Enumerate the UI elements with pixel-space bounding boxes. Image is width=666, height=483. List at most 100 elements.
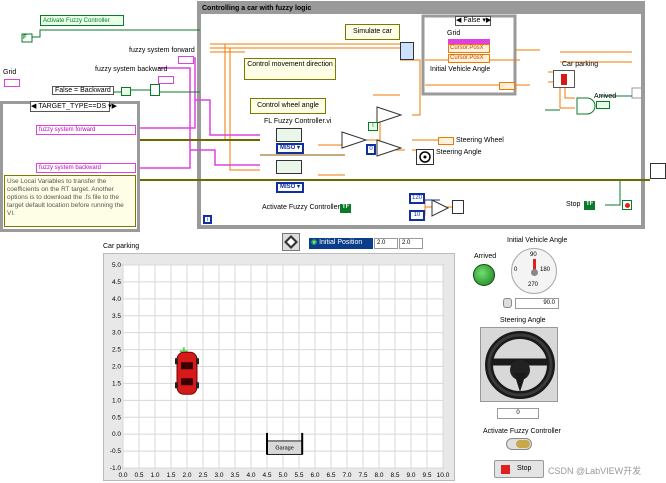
x-tick-label: 9.0 xyxy=(406,472,415,479)
initial-position-x[interactable]: 2.0 xyxy=(374,238,398,249)
y-tick-label: 3.0 xyxy=(112,330,121,337)
steering-wheel-bd-label: Steering Wheel xyxy=(456,137,504,144)
y-tick-label: 2.5 xyxy=(112,347,121,354)
miso-text-1: MISO xyxy=(279,145,296,151)
y-tick-label: 4.0 xyxy=(112,296,121,303)
activate-fuzzy-controller-local: Activate Fuzzy Controller xyxy=(40,15,124,26)
y-tick-label: 5.0 xyxy=(112,262,121,269)
stop-button[interactable]: Stop xyxy=(494,460,544,478)
initial-vehicle-angle-label: Initial Vehicle Angle xyxy=(507,237,568,244)
simulate-car-subvi[interactable] xyxy=(400,42,414,60)
activate-fuzzy-bd-label: Activate Fuzzy Controller xyxy=(262,204,340,211)
fuzzy-forward-local-var: fuzzy system forward xyxy=(36,125,136,135)
y-tick-label: -1.0 xyxy=(110,465,122,472)
main-structure-title: Controlling a car with fuzzy logic xyxy=(199,3,643,14)
gauge-tick-270: 270 xyxy=(528,282,539,288)
fuzzy-backward-var-text: fuzzy system backward xyxy=(39,165,102,171)
fuzzy-system-backward-terminal xyxy=(158,76,174,84)
x-tick-label: 7.0 xyxy=(342,472,351,479)
y-tick-label: 1.0 xyxy=(112,397,121,404)
false-backward-label: False = Backward xyxy=(52,86,114,95)
fl-controller-label: FL Fuzzy Controller.vi xyxy=(264,118,332,125)
false-backward-terminal xyxy=(121,87,131,96)
fuzzy-system-backward-label: fuzzy system backward xyxy=(95,66,168,73)
car-wheel xyxy=(175,358,178,365)
steering-value-display: 0 xyxy=(497,408,539,419)
x-tick-label: 7.5 xyxy=(358,472,367,479)
y-tick-label: 3.5 xyxy=(112,313,121,320)
x-tick-label: 8.0 xyxy=(374,472,383,479)
control-direction-label: Control movement direction xyxy=(244,58,336,80)
stop-button-label: Stop xyxy=(517,465,532,472)
target-type-text: TARGET_TYPE==DS xyxy=(38,103,107,110)
x-tick-label: 0.5 xyxy=(134,472,143,479)
cursor-posx-text-2: Cursor.PosX xyxy=(450,55,484,61)
x-tick-label: 8.5 xyxy=(390,472,399,479)
activate-fuzzy-label: Activate Fuzzy Controller xyxy=(483,428,561,435)
compare-node xyxy=(431,199,450,217)
simulate-car-label: Simulate car xyxy=(345,24,400,40)
x-tick-label: 3.0 xyxy=(214,472,223,479)
arrived-bd-label: Arrived xyxy=(594,93,617,100)
arrived-tf-terminal xyxy=(596,101,610,109)
activate-fuzzy-controller-text: Activate Fuzzy Controller xyxy=(43,18,110,24)
gauge-needle xyxy=(533,259,536,273)
select-node-2 xyxy=(376,106,403,124)
initial-position-label-box: ◉ Initial Position xyxy=(309,238,373,249)
case-selector-false[interactable]: ◀ False ▾▶ xyxy=(455,16,492,26)
arrived-led xyxy=(473,264,495,286)
steering-angle-bd-label: Steering Angle xyxy=(436,149,482,156)
x-tick-label: 10.0 xyxy=(437,472,450,479)
y-tick-label: 1.5 xyxy=(112,380,121,387)
case-false-text: False xyxy=(463,17,481,24)
activate-fuzzy-tf-terminal: TF xyxy=(340,204,352,213)
gauge-tick-180: 180 xyxy=(540,267,551,273)
select-node-1 xyxy=(341,131,368,149)
initial-position-y[interactable]: 2.0 xyxy=(399,238,423,249)
steering-wheel-graphic xyxy=(485,331,555,399)
car-wheel xyxy=(175,382,178,389)
activate-fuzzy-toggle[interactable] xyxy=(506,438,532,450)
inner-grid-label: Grid xyxy=(447,30,461,37)
miso-selector-1[interactable]: MISO ▾ xyxy=(276,143,304,154)
select-node-3 xyxy=(376,139,403,157)
and-node xyxy=(576,97,596,115)
target-type-selector[interactable]: ◀ TARGET_TYPE==DS ▾▶ xyxy=(30,101,117,112)
miso-text-2: MISO xyxy=(279,184,296,190)
x-tick-label: 6.0 xyxy=(310,472,319,479)
car-marker xyxy=(176,351,198,395)
x-tick-label: 1.0 xyxy=(150,472,159,479)
stop-bd-label: Stop xyxy=(566,201,581,208)
y-tick-label: 0.0 xyxy=(112,431,121,438)
x-tick-label: 5.5 xyxy=(294,472,303,479)
cursor-posx-1: Cursor.PosX xyxy=(448,44,490,53)
initial-position-text: Initial Position xyxy=(319,239,363,246)
x-tick-label: 2.0 xyxy=(182,472,191,479)
miso-selector-2[interactable]: MISO ▾ xyxy=(276,182,304,193)
angle-increment-button[interactable] xyxy=(503,298,512,308)
fuzzy-system-forward-terminal xyxy=(178,56,194,64)
fl-controller-subvi-2[interactable] xyxy=(276,160,302,174)
x-tick-label: 0.0 xyxy=(118,472,127,479)
car-parking-bd-label: Car parking xyxy=(562,61,599,68)
loop-condition-stop xyxy=(622,200,632,210)
gauge-tick-90: 90 xyxy=(530,252,537,258)
fl-controller-subvi-1[interactable] xyxy=(276,128,302,142)
steering-wheel-terminal xyxy=(438,137,454,145)
angle-gauge[interactable]: 90 180 270 0 xyxy=(511,248,557,294)
car-wheel xyxy=(196,358,199,365)
angle-value-display[interactable]: 90.0 xyxy=(515,298,559,309)
not-gate xyxy=(150,84,160,96)
tf-const-left: F xyxy=(23,35,27,41)
y-tick-label: 4.5 xyxy=(112,279,121,286)
position-nav-icon[interactable] xyxy=(282,233,300,251)
cursor-posx-text-1: Cursor.PosX xyxy=(450,45,484,51)
loop-iteration-terminal: i xyxy=(203,215,212,224)
grid-label: Grid xyxy=(3,69,17,76)
x-tick-label: 4.5 xyxy=(262,472,271,479)
steering-wheel-frame xyxy=(480,327,558,402)
y-tick-label: 0.5 xyxy=(112,414,121,421)
garage-label: Garage xyxy=(275,446,293,452)
x-tick-label: 3.5 xyxy=(230,472,239,479)
